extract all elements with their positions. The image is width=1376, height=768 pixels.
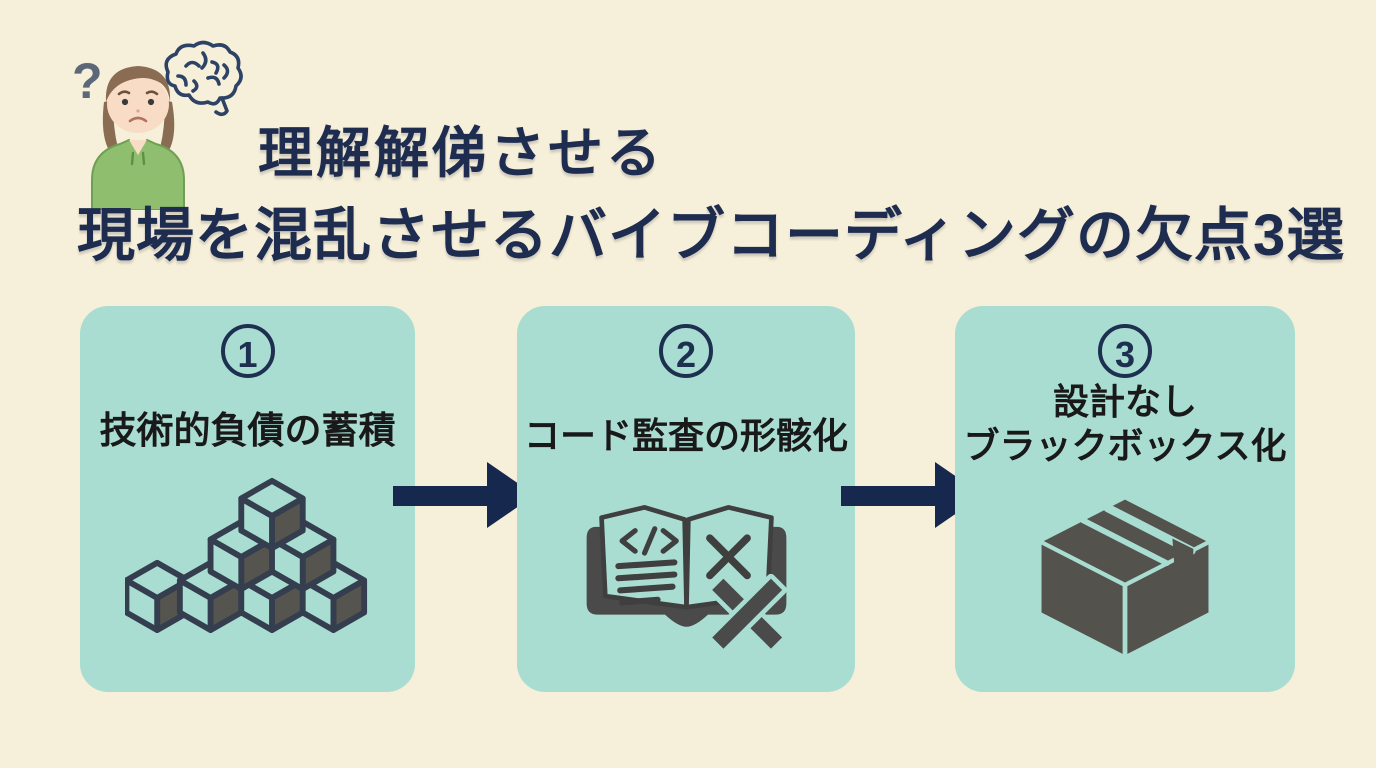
arrow-right-icon	[841, 462, 983, 528]
number-badge-2: 2	[659, 324, 713, 378]
card-3-label-line2: ブラックボックス化	[963, 424, 1287, 466]
card-1-label: 技術的負債の蓄積	[99, 410, 396, 451]
arrow-right-icon	[393, 462, 535, 528]
card-code-audit: 2 コード監査の形骸化	[517, 306, 855, 692]
tape-tab	[1172, 538, 1194, 577]
card-black-box: 3 設計なし ブラックボックス化	[955, 306, 1295, 692]
x-mark-filled	[706, 573, 787, 652]
card-3-label: 設計なし ブラックボックス化	[964, 380, 1287, 468]
number-badge-3: 3	[1098, 324, 1152, 378]
card-2-label: コード監査の形骸化	[523, 415, 848, 456]
stacked-cubes-icon	[125, 469, 370, 639]
card-3-label-line1: 設計なし	[1052, 381, 1197, 422]
sealed-box-icon	[1039, 499, 1211, 658]
page-title-line2: 現場を混乱させるバイブコーディングの欠点3選	[77, 203, 1346, 268]
text-lines	[614, 559, 677, 606]
woman-figure	[91, 66, 185, 210]
open-book-x-icon	[586, 504, 787, 652]
question-mark-icon: ?	[72, 53, 103, 109]
brain-icon	[164, 40, 243, 117]
confused-woman-illustration: ?	[72, 40, 243, 210]
x-mark-outline	[705, 534, 751, 580]
card-technical-debt: 1 技術的負債の蓄積	[80, 306, 415, 692]
code-glyph	[619, 526, 679, 556]
number-badge-1: 1	[220, 324, 275, 378]
page-title-line1: 理解解俤させる	[258, 122, 665, 184]
